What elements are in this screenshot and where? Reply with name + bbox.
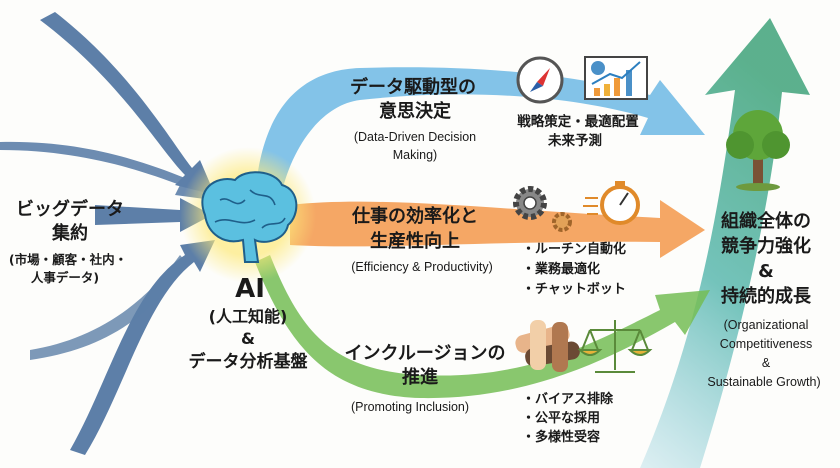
core-platform: データ分析基盤 <box>188 352 308 372</box>
outcome-en-amp: & <box>761 356 771 370</box>
brain-icon <box>201 171 298 263</box>
ribbon-efficiency <box>290 200 705 258</box>
branch-inclusion-bullet: ・多様性受容 <box>522 430 601 445</box>
joined-hands-icon <box>515 320 580 372</box>
source-title-line1: ビッグデータ <box>16 199 124 220</box>
branch-inclusion-bullet: ・バイアス排除 <box>522 392 614 407</box>
branch-inclusion-bullet: ・公平な採用 <box>522 411 601 426</box>
branch-data-driven-outcomes-line1: 戦略策定・最適配置 <box>517 114 639 130</box>
branch-inclusion-title-line2: 推進 <box>402 367 438 388</box>
outcome-line1: 組織全体の <box>721 211 811 232</box>
outcome-line2: 競争力強化 <box>721 236 811 257</box>
branch-efficiency-bullet: ・業務最適化 <box>522 262 601 277</box>
branch-efficiency-bullet: ・チャットボット <box>522 282 626 297</box>
branch-data-driven-title-line1: データ駆動型の <box>350 77 476 98</box>
scales-icon <box>577 320 653 373</box>
branch-data-driven-outcomes-line2: 未来予測 <box>548 133 602 149</box>
stopwatch-icon <box>583 181 640 225</box>
outcome-amp: & <box>758 261 774 282</box>
gears-icon <box>513 186 572 232</box>
tree-icon <box>726 110 790 191</box>
core-amp: & <box>241 329 255 348</box>
ribbon-data-driven <box>255 67 705 200</box>
branch-efficiency-title-line2: 生産性向上 <box>370 231 460 252</box>
branch-inclusion-title-line1: インクルージョンの <box>344 343 506 364</box>
outcome-en-line1: (Organizational <box>723 318 809 332</box>
branch-inclusion-en: (Promoting Inclusion) <box>350 400 470 414</box>
core-ai-sub: (人工知能) <box>208 307 288 326</box>
outcome-line3: 持続的成長 <box>721 286 811 307</box>
outcome-en-line3: Sustainable Growth) <box>707 375 821 389</box>
branch-efficiency-title-line1: 仕事の効率化と <box>352 206 478 227</box>
source-title-line2: 集約 <box>52 223 88 244</box>
source-detail-line2: 人事データ) <box>30 270 100 285</box>
core-ai-label: AI <box>235 274 265 304</box>
chart-icon <box>584 56 648 100</box>
outcome-en-line2: Competitiveness <box>719 337 813 351</box>
branch-data-driven-title-line2: 意思決定 <box>379 101 451 122</box>
source-detail-line1: (市場・顧客・社内・ <box>8 252 128 267</box>
branch-data-driven-en-line1: (Data-Driven Decision <box>353 130 477 144</box>
branch-data-driven-en-line2: Making) <box>392 148 438 162</box>
compass-icon <box>516 56 564 104</box>
branch-efficiency-en: (Efficiency & Productivity) <box>351 260 493 274</box>
branch-efficiency-bullet: ・ルーチン自動化 <box>522 242 627 257</box>
